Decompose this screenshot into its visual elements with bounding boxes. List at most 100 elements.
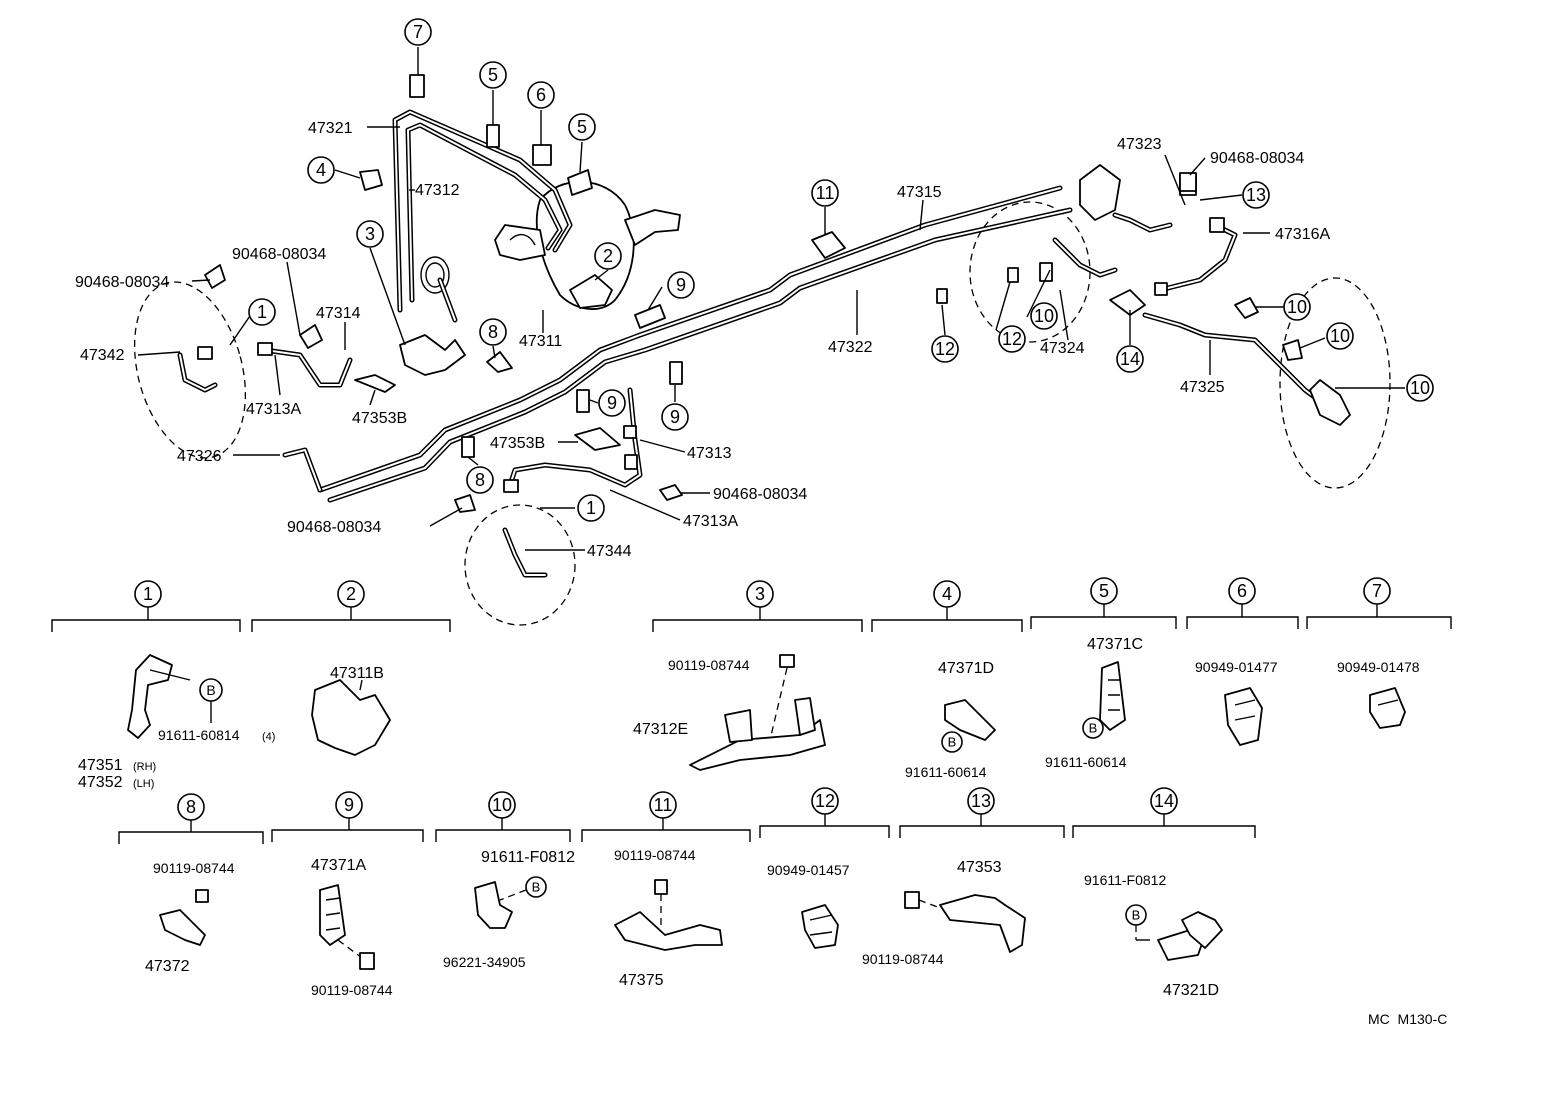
svg-text:8: 8 (475, 470, 485, 490)
svg-text:1: 1 (143, 584, 153, 604)
label-47312: 47312 (415, 182, 460, 199)
label-47324: 47324 (1040, 340, 1085, 357)
clip-8b (461, 436, 475, 458)
svg-text:10: 10 (1287, 297, 1307, 317)
clip-14-bracket (1109, 289, 1146, 316)
callout-12b: 12 (998, 325, 1026, 353)
callout-7: 7 (404, 18, 432, 46)
callout-8b: 8 (466, 466, 494, 494)
main-brake-pipes (282, 185, 1073, 503)
callout-13: 13 (1242, 181, 1270, 209)
label-90468-center: 90468-08034 (713, 486, 807, 503)
label-47316a: 47316A (1275, 226, 1330, 243)
callout-1b: 1 (577, 494, 605, 522)
svg-text:14: 14 (1154, 791, 1174, 811)
clip-90468-upper (299, 324, 323, 349)
svg-text:2: 2 (603, 246, 613, 266)
svg-text:90119-08744: 90119-08744 (153, 860, 235, 876)
callout-2: 2 (594, 242, 622, 270)
clip-8a (486, 351, 513, 373)
front-right-brake-rotor (464, 504, 576, 626)
svg-text:47372: 47372 (145, 958, 190, 975)
proportioning-valve (1079, 164, 1121, 221)
svg-text:10: 10 (492, 795, 512, 815)
clip-10a (1039, 262, 1053, 282)
clip-2-bracket (569, 274, 613, 309)
label-90468-right: 90468-08034 (1210, 150, 1304, 167)
svg-text:47311B: 47311B (330, 665, 384, 682)
svg-text:90119-08744: 90119-08744 (311, 982, 393, 998)
rear-right-brake-drum (1279, 277, 1391, 489)
clip-90468-lower (454, 494, 476, 513)
svg-text:6: 6 (1237, 581, 1247, 601)
label-47313a-left: 47313A (246, 401, 301, 418)
label-90468-lower: 90468-08034 (287, 519, 381, 536)
clip-7 (409, 74, 425, 98)
svg-text:9: 9 (607, 393, 617, 413)
clip-12a (936, 288, 948, 304)
svg-text:10: 10 (1034, 306, 1054, 326)
label-47314: 47314 (316, 305, 361, 322)
detail-group-3: 3 90119-08744 47312E (633, 580, 863, 771)
svg-text:B: B (532, 880, 541, 895)
svg-text:4: 4 (942, 584, 952, 604)
svg-text:90119-08744: 90119-08744 (668, 657, 750, 673)
callout-1a: 1 (248, 298, 276, 326)
callout-10c: 10 (1326, 322, 1354, 350)
callout-10b: 10 (1030, 302, 1058, 330)
clip-90468-left (204, 264, 226, 289)
clip-47353b-left (354, 374, 396, 393)
svg-text:5: 5 (577, 117, 587, 137)
svg-text:5: 5 (1099, 581, 1109, 601)
svg-text:47371D: 47371D (938, 660, 994, 677)
svg-text:91611-F0812: 91611-F0812 (481, 849, 575, 866)
svg-text:10: 10 (1410, 378, 1430, 398)
label-47342: 47342 (80, 347, 125, 364)
svg-text:90119-08744: 90119-08744 (614, 847, 696, 863)
svg-text:91611-60814: 91611-60814 (158, 727, 240, 743)
detail-group-4: 4 47371D B 91611-60614 (871, 580, 1023, 780)
svg-text:6: 6 (536, 85, 546, 105)
label-47315: 47315 (897, 184, 942, 201)
svg-text:47321D: 47321D (1163, 982, 1219, 999)
detail-group-5: 5 47371C B 91611-60614 (1030, 577, 1177, 770)
svg-text:13: 13 (971, 791, 991, 811)
svg-text:4: 4 (316, 160, 326, 180)
clip-9b (576, 389, 590, 413)
svg-text:5: 5 (488, 65, 498, 85)
clip-5b (567, 169, 593, 196)
front-left-flexible-hose (177, 342, 353, 393)
svg-text:(RH): (RH) (133, 761, 156, 773)
label-47353b-center: 47353B (490, 435, 545, 452)
rear-brake-pipes (1052, 212, 1351, 426)
svg-text:3: 3 (365, 224, 375, 244)
detail-group-8: 8 90119-08744 47372 (118, 793, 264, 975)
detail-group-7: 7 90949-01478 (1306, 577, 1452, 729)
clip-47353b-center (574, 427, 621, 451)
rear-left-brake-drum (969, 201, 1091, 343)
svg-text:47371C: 47371C (1087, 636, 1143, 653)
callout-10a: 10 (1283, 293, 1311, 321)
leader-lines (137, 47, 1405, 551)
label-47322: 47322 (828, 339, 873, 356)
svg-text:47312E: 47312E (633, 721, 688, 738)
front-left-brake-rotor (133, 281, 247, 459)
svg-text:90119-08744: 90119-08744 (862, 951, 944, 967)
detail-group-10: 10 91611-F0812 B 96221-34905 (435, 791, 575, 970)
diagram-code: MC M130-C (1368, 1011, 1447, 1027)
detail-group-2: 2 47311B (251, 580, 451, 756)
label-47325: 47325 (1180, 379, 1225, 396)
svg-text:91611-60614: 91611-60614 (905, 764, 987, 780)
svg-text:90949-01457: 90949-01457 (767, 862, 850, 878)
detail-group-9: 9 47371A 90119-08744 (271, 791, 424, 998)
clip-9c (669, 361, 683, 385)
svg-text:91611-F0812: 91611-F0812 (1084, 872, 1166, 888)
svg-text:1: 1 (586, 498, 596, 518)
brake-line-assembly: 47321 47312 47315 47323 90468-08034 4731… (75, 18, 1434, 626)
svg-text:47353: 47353 (957, 859, 1002, 876)
detail-group-14: 14 91611-F0812 B 47321D (1072, 787, 1256, 999)
detail-group-13: 13 47353 90119-08744 (862, 787, 1065, 967)
label-47311: 47311 (519, 333, 562, 350)
svg-text:13: 13 (1246, 185, 1266, 205)
